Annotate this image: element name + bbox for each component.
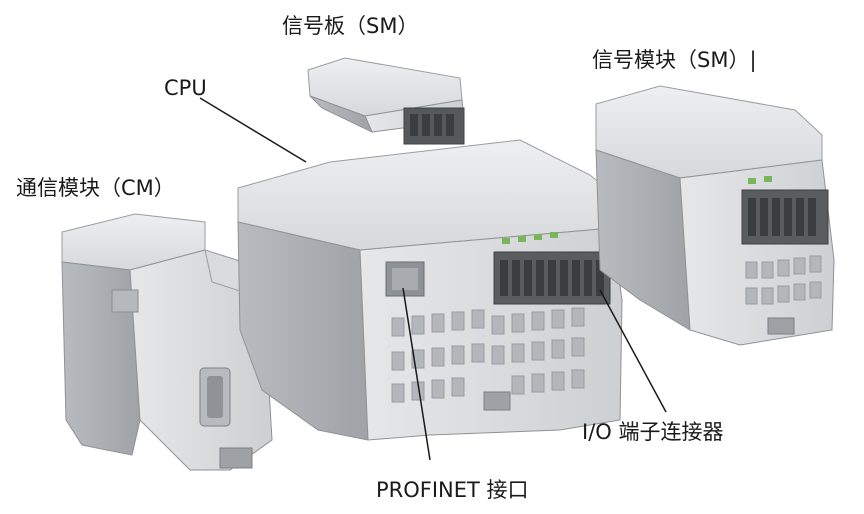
communication-module (61, 213, 273, 471)
label-profinet-port: PROFINET 接口 (376, 478, 529, 502)
label-cpu: CPU (164, 76, 207, 100)
leader-line-cpu (199, 97, 307, 163)
label-signal-board: 信号板（SM） (282, 14, 419, 38)
signal-module (595, 85, 835, 346)
label-signal-module: 信号模块（SM）| (592, 48, 757, 72)
cpu-module (237, 139, 623, 441)
leader-lines (199, 97, 667, 461)
leader-line-io (599, 289, 667, 413)
signal-board (307, 57, 465, 145)
leader-line-profinet (402, 287, 431, 461)
label-io-connector: I/O 端子连接器 (582, 420, 724, 444)
label-comm-module: 通信模块（CM） (16, 176, 175, 200)
